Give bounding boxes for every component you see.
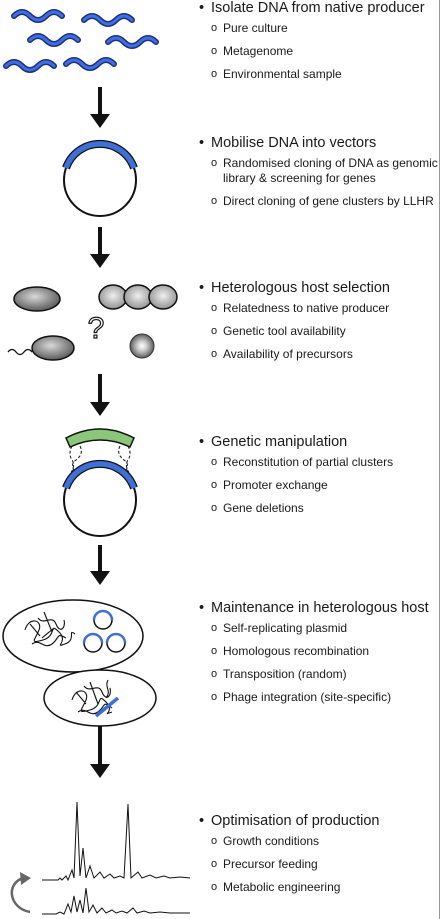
step-title: Maintenance in heterologous host — [211, 600, 429, 616]
list-item: Environmental sample — [211, 67, 445, 82]
list-item: Availability of precursors — [211, 347, 445, 362]
list-item: Transposition (random) — [211, 667, 445, 682]
step-isolate-dna: •Isolate DNA from native producer Pure c… — [199, 0, 445, 90]
step-mobilise-dna: •Mobilise DNA into vectors Randomised cl… — [199, 134, 445, 217]
list-item: Promoter exchange — [211, 478, 445, 493]
workflow-illustrations: ? — [2, 9, 191, 915]
step-title: Optimisation of production — [211, 813, 380, 829]
step-genetic-manipulation: •Genetic manipulation Reconstitution of … — [199, 433, 445, 524]
step-items: Growth conditions Precursor feeding Meta… — [211, 834, 445, 895]
step-maintenance: •Maintenance in heterologous host Self-r… — [199, 599, 445, 713]
list-item: Genetic tool availability — [211, 324, 445, 339]
list-item: Metagenome — [211, 44, 445, 59]
step-items: Relatedness to native producer Genetic t… — [211, 301, 445, 362]
list-item: Relatedness to native producer — [211, 301, 445, 316]
list-item: Growth conditions — [211, 834, 445, 849]
host-cells-icon — [7, 284, 178, 361]
step-host-selection: •Heterologous host selection Relatedness… — [199, 279, 445, 370]
step-items: Pure culture Metagenome Environmental sa… — [211, 21, 445, 82]
list-item: Homologous recombination — [211, 644, 445, 659]
list-item: Precursor feeding — [211, 857, 445, 872]
arrow-down-icon — [90, 227, 110, 268]
dna-fragments-icon — [3, 9, 159, 73]
list-item: Gene deletions — [211, 501, 445, 516]
step-title: Mobilise DNA into vectors — [211, 135, 377, 151]
list-item: Self-replicating plasmid — [211, 621, 445, 636]
list-item: Metabolic engineering — [211, 880, 445, 895]
arrow-down-icon — [90, 374, 110, 416]
plasmid-vector-icon — [62, 139, 138, 217]
list-item: Phage integration (site-specific) — [211, 690, 445, 705]
step-items: Randomised cloning of DNA as genomic lib… — [211, 156, 445, 209]
question-mark: ? — [88, 312, 105, 345]
arrow-down-icon — [90, 87, 110, 128]
step-title: Isolate DNA from native producer — [211, 0, 425, 16]
step-optimisation: •Optimisation of production Growth condi… — [199, 812, 445, 903]
host-cell-plasmids-icon — [2, 599, 157, 727]
arrow-down-icon — [90, 545, 110, 585]
list-item: Direct cloning of gene clusters by LLHR — [211, 194, 445, 209]
chromatogram-icon — [10, 801, 191, 915]
step-items: Reconstitution of partial clusters Promo… — [211, 455, 445, 516]
list-item: Randomised cloning of DNA as genomic lib… — [211, 156, 445, 186]
list-item: Pure culture — [211, 21, 445, 36]
step-title: Heterologous host selection — [211, 280, 390, 296]
list-item: Reconstitution of partial clusters — [211, 455, 445, 470]
step-title: Genetic manipulation — [211, 434, 348, 450]
step-items: Self-replicating plasmid Homologous reco… — [211, 621, 445, 705]
plasmid-manipulation-icon — [62, 428, 138, 537]
